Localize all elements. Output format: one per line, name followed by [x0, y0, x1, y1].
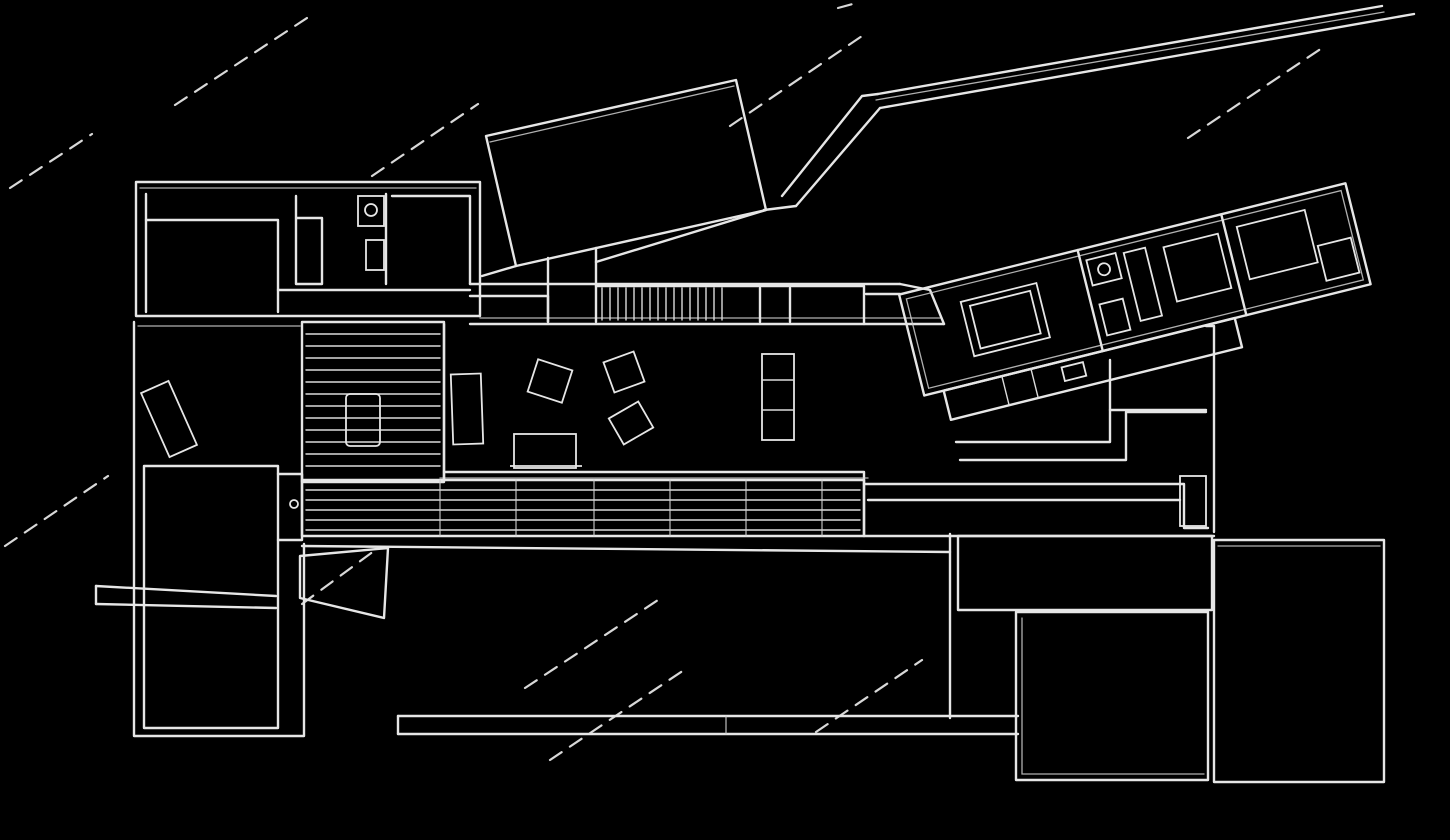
south-east-blocks — [396, 532, 1386, 784]
rotated-bedroom-wing — [897, 182, 1372, 421]
site-dashed-lines — [3, 0, 1324, 762]
angled-upper-block — [480, 78, 768, 278]
north-corridor — [468, 246, 946, 326]
west-wing-top — [134, 180, 482, 318]
living-area — [439, 322, 1216, 538]
timber-deck — [300, 320, 1216, 538]
west-wing-lower — [94, 320, 952, 738]
site-boundary-lines — [762, 4, 1416, 212]
